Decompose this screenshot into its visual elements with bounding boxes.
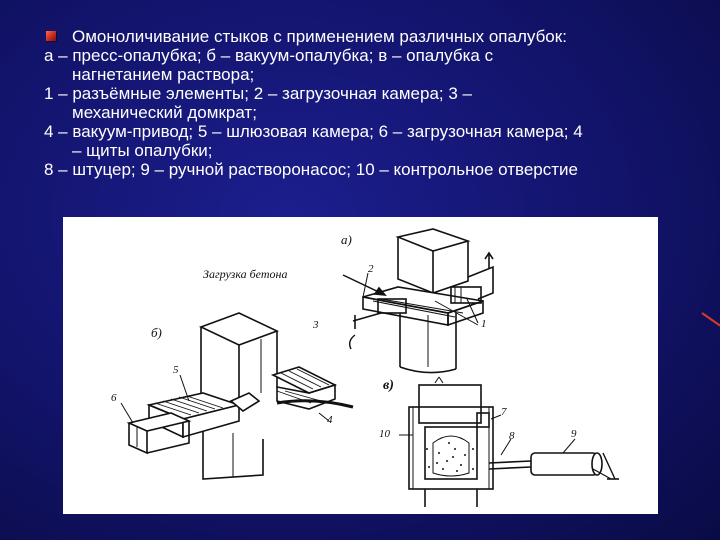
label-5: 5: [173, 364, 179, 376]
caption-line-2: нагнетанием раствора;: [72, 65, 255, 84]
formwork-diagram: а) б) в) Загрузка бетона 1 2 3 4 5 6 7 8…: [63, 217, 658, 514]
slide-title: Омоноличивание стыков с применением разл…: [44, 27, 694, 46]
caption-line-6: – щиты опалубки;: [72, 141, 213, 160]
decorative-red-line: [701, 312, 720, 327]
slide-title-text: Омоноличивание стыков с применением разл…: [72, 27, 567, 46]
label-v: в): [383, 378, 394, 393]
label-7: 7: [501, 406, 507, 418]
slide-text: Омоноличивание стыков с применением разл…: [44, 27, 694, 179]
caption-line-5: 4 – вакуум-привод; 5 – шлюзовая камера; …: [44, 122, 583, 141]
caption-line-7: 8 – штуцер; 9 – ручной растворонасос; 10…: [44, 160, 578, 179]
label-b: б): [151, 325, 162, 340]
label-1: 1: [481, 318, 487, 330]
label-8: 8: [509, 430, 515, 442]
formwork-drawing: а) б) в) Загрузка бетона 1 2 3 4 5 6 7 8…: [111, 228, 619, 507]
label-10: 10: [379, 428, 391, 440]
press-formwork-drawing: [342, 228, 494, 374]
square-bullet-icon: [46, 31, 56, 41]
label-6: 6: [111, 392, 117, 404]
label-4: 4: [327, 414, 333, 426]
label-2: 2: [368, 263, 374, 275]
label-3: 3: [312, 319, 319, 331]
label-concrete-loading: Загрузка бетона: [203, 267, 287, 281]
label-a: а): [341, 232, 352, 247]
vacuum-formwork-drawing: [120, 312, 354, 480]
caption-line-4: механический домкрат;: [72, 103, 257, 122]
caption-line-1: а – пресс-опалубка; б – вакуум-опалубка;…: [44, 46, 494, 65]
injection-formwork-drawing: [399, 376, 619, 507]
caption-line-3: 1 – разъёмные элементы; 2 – загрузочная …: [44, 84, 472, 103]
label-9: 9: [571, 428, 577, 440]
